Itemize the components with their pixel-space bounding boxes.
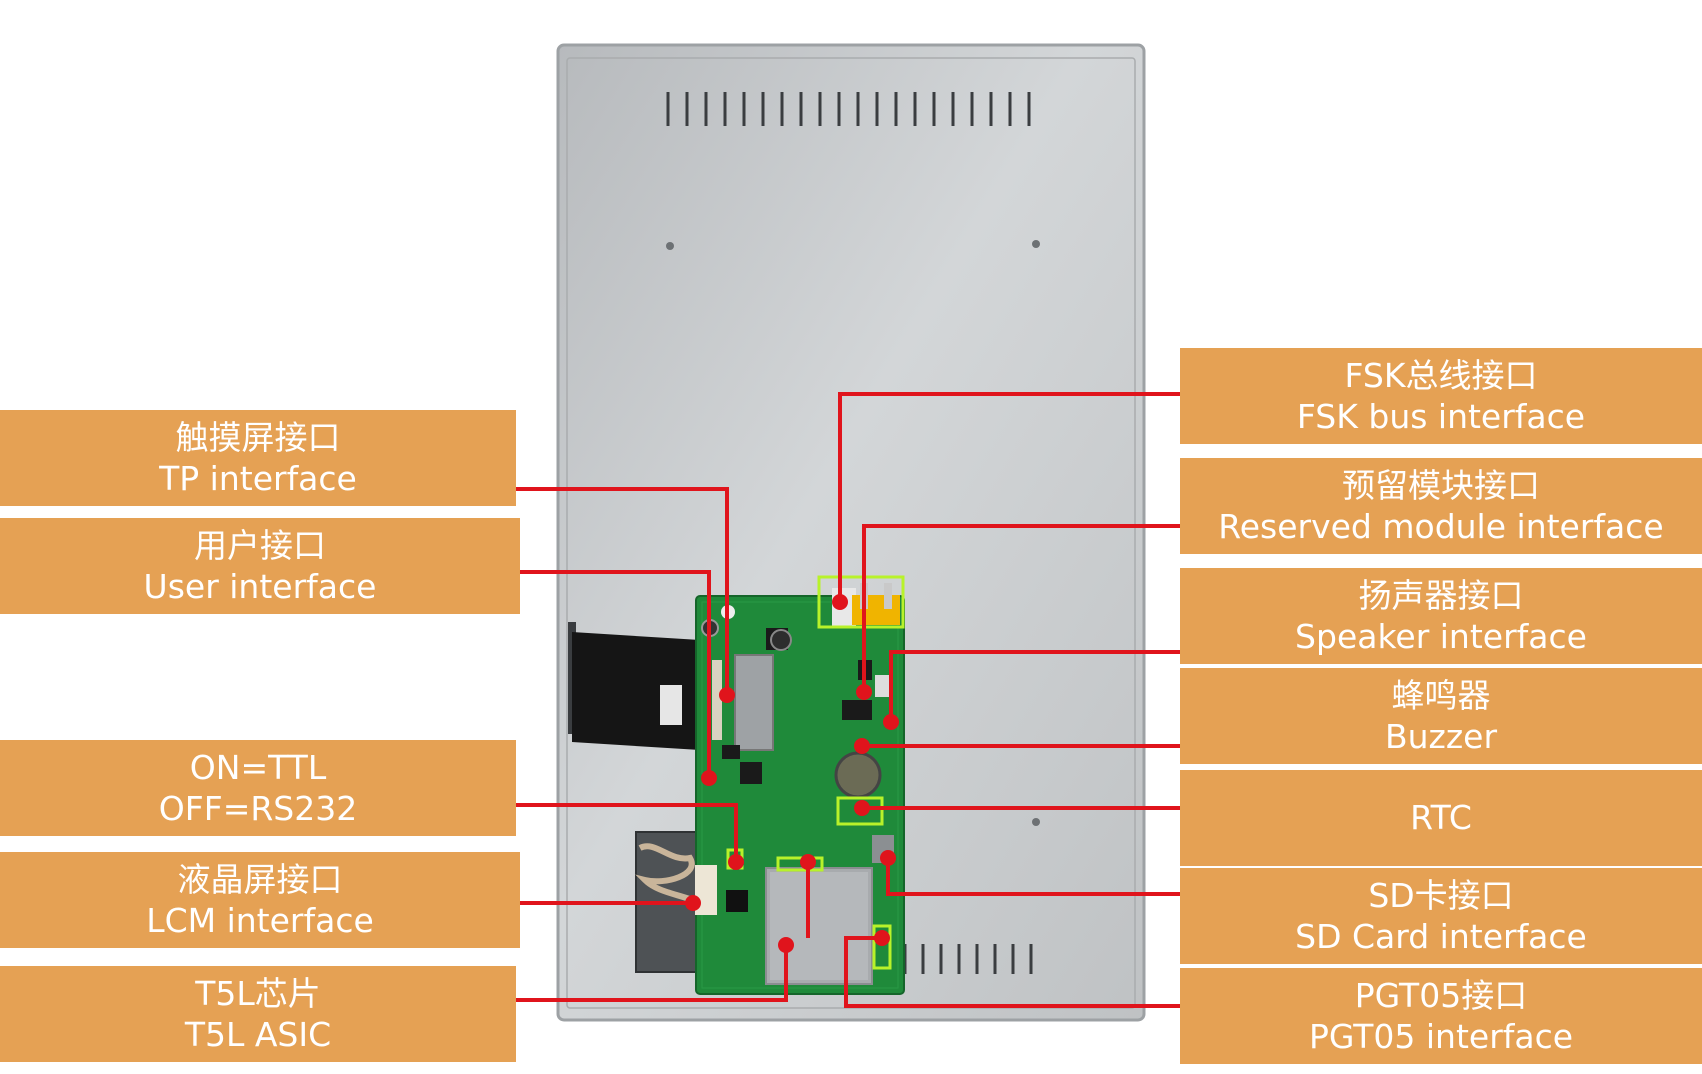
- top-vents: [666, 92, 1031, 126]
- label-lcm-interface: 液晶屏接口 LCM interface: [0, 852, 520, 948]
- label-rtc-en: RTC: [1410, 798, 1472, 838]
- label-tp-zh: 触摸屏接口: [175, 417, 341, 457]
- label-user-zh: 用户接口: [194, 525, 326, 565]
- label-reserved-zh: 预留模块接口: [1342, 465, 1540, 505]
- label-ttl-on: ON=TTL: [189, 747, 327, 787]
- label-fsk-en: FSK bus interface: [1296, 397, 1586, 436]
- leader-dots: [685, 594, 899, 953]
- label-rtc: RTC: [1180, 770, 1702, 866]
- label-t5l-asic: T5L芯片 T5L ASIC: [0, 966, 516, 1062]
- label-sd-zh: SD卡接口: [1368, 875, 1514, 915]
- label-lcm-en: LCM interface: [146, 901, 374, 940]
- label-speaker-interface: 扬声器接口 Speaker interface: [1180, 568, 1702, 664]
- label-reserved-en: Reserved module interface: [1218, 507, 1664, 546]
- label-tp-en: TP interface: [159, 459, 357, 498]
- label-user-interface: 用户接口 User interface: [0, 518, 520, 614]
- label-user-en: User interface: [143, 567, 377, 606]
- label-lcm-zh: 液晶屏接口: [177, 859, 343, 899]
- label-buzzer-zh: 蜂鸣器: [1391, 675, 1491, 715]
- label-speaker-zh: 扬声器接口: [1358, 575, 1524, 615]
- label-pgt05-zh: PGT05接口: [1354, 975, 1528, 1015]
- label-ttl-rs232: ON=TTL OFF=RS232: [0, 740, 516, 836]
- label-buzzer-en: Buzzer: [1384, 717, 1498, 756]
- pcb-components: [695, 583, 900, 985]
- label-fsk-bus: FSK总线接口 FSK bus interface: [1180, 348, 1702, 444]
- label-tp-interface: 触摸屏接口 TP interface: [0, 410, 516, 506]
- label-pgt05: PGT05接口 PGT05 interface: [1180, 968, 1702, 1064]
- label-t5l-zh: T5L芯片: [195, 973, 321, 1013]
- label-speaker-en: Speaker interface: [1295, 617, 1587, 656]
- label-reserved-module: 预留模块接口 Reserved module interface: [1180, 458, 1702, 554]
- label-t5l-en: T5L ASIC: [184, 1015, 332, 1054]
- label-sd-card: SD卡接口 SD Card interface: [1180, 868, 1702, 964]
- label-fsk-zh: FSK总线接口: [1344, 355, 1538, 395]
- label-ttl-off: OFF=RS232: [158, 789, 358, 828]
- label-pgt05-en: PGT05 interface: [1308, 1017, 1574, 1056]
- leader-lines: [516, 392, 1180, 1008]
- label-sd-en: SD Card interface: [1295, 917, 1587, 956]
- label-buzzer: 蜂鸣器 Buzzer: [1180, 668, 1702, 764]
